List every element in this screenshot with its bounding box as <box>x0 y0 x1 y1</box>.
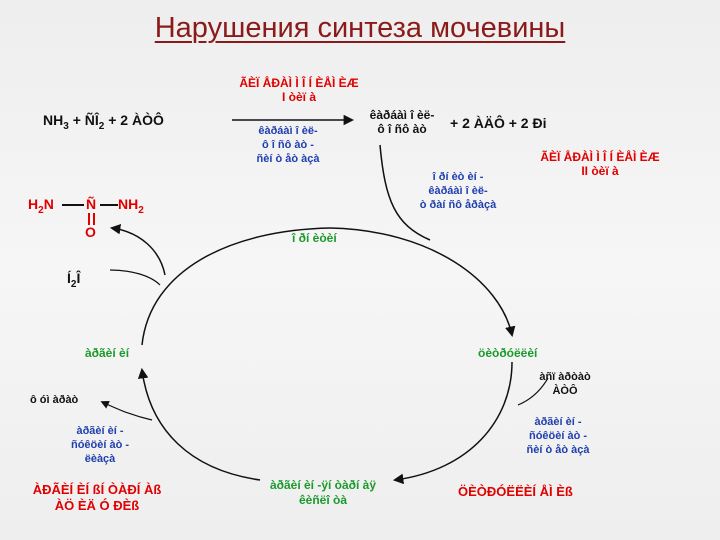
cycle-arc-bottom-left <box>137 367 261 481</box>
cycle-arc-right-bottom <box>392 361 513 485</box>
fumarate-label: ô óì àðàò <box>30 394 79 406</box>
aspartate-input-arrow <box>517 377 549 406</box>
argininosuccinic-aciduria-label: ÀÐÃÈÍ ÈÍ ßÍ ÒÀÐÍ Àß ÀÖ ÈÄ Ó ÐÈß <box>32 482 162 513</box>
carbamoyl-phosphate-synthetase-label: êàðáàì î èë- ô î ñô àò - ñèí ò åò àçà <box>256 125 320 165</box>
water-label: Í2Î <box>67 270 81 290</box>
urea-release-arrow <box>109 223 166 276</box>
hyperammonemia-type1-label: ÃÈÏ ÅÐÀÌ Ì Î Í ÈÅÌ ÈÆ I òèï à <box>239 76 359 104</box>
carbamoyl-entry-arrow <box>379 144 431 241</box>
ammonia-label: NH3 + ÑÎ2 + 2 ÀÒÔ <box>43 112 164 132</box>
urea-structure: H2N Ñ NH2 O <box>28 196 144 240</box>
carbamoyl-phosphate-label: êàðáàì î èë- ô î ñô àò <box>369 108 435 136</box>
fumarate-output-arrow <box>100 401 153 421</box>
water-input-arrow <box>109 269 161 286</box>
page-title: Нарушения синтеза мочевины <box>154 12 566 44</box>
argininosuccinate-synthetase-label: àðãèí èí - ñóêöèí àò - ñèí ò åò àçà <box>526 416 590 456</box>
ornithine-transcarbamoylase-label: î ðí èò èí - êàðáàì î èë- ò ðàí ñô åðàçà <box>419 171 497 211</box>
ornithine-label: î ðí èòèí <box>292 231 337 245</box>
hyperammonemia-type2-label: ÃÈÏ ÅÐÀÌ Ì Î Í ÈÅÌ ÈÆ II òèï à <box>540 150 660 178</box>
arginine-label: àðãèí èí <box>85 346 130 360</box>
aspartate-atp-label: àñï àðòàò ÀÒÔ <box>539 371 591 397</box>
argininosuccinate-label: àðãèí èí -ÿí òàðí àÿ êèñëî òà <box>269 478 377 507</box>
argininosuccinate-lyase-label: àðãèí èí - ñóêöèí àò - ëèàçà <box>70 425 130 465</box>
citrullinemia-label: ÖÈÒÐÓËËÈÍ ÅÌ Èß <box>458 484 573 499</box>
citrulline-label: öèòðóëëèí <box>478 346 538 360</box>
cycle-arc-left-top <box>141 227 331 346</box>
cycle-arc-top-right <box>329 227 516 338</box>
byproducts-label: + 2 ÀÄÔ + 2 Ði <box>450 115 547 131</box>
